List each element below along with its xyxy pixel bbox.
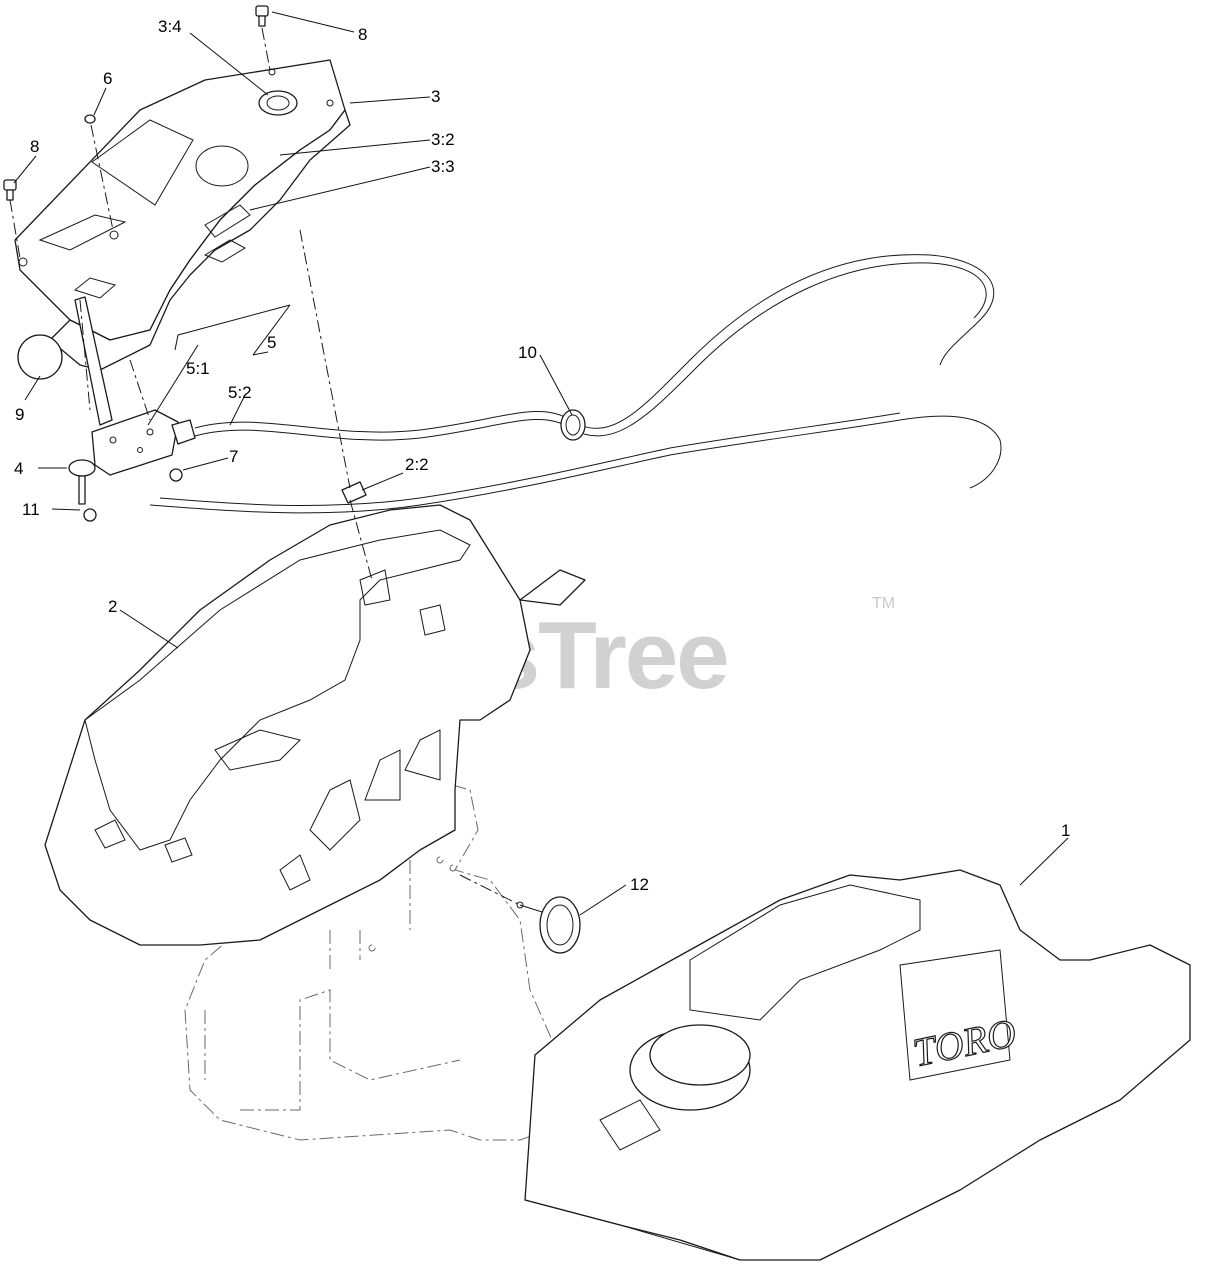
callout-4: 4	[14, 459, 23, 478]
callout-8-left: 8	[30, 137, 39, 156]
part-9-knob	[17, 334, 63, 380]
callout-2-2: 2:2	[405, 455, 429, 474]
callout-11: 11	[22, 500, 40, 519]
callout-3: 3	[431, 87, 440, 106]
callout-9: 9	[15, 405, 24, 424]
callout-10: 10	[518, 343, 537, 362]
part-6-pin	[84, 114, 96, 124]
part-12-clamp	[516, 896, 581, 954]
callout-labels: 3:4 8 6 3 3:2 8 3:3 5 10 5:1 5:2 9 7 2:2…	[14, 17, 1070, 894]
callout-8-top: 8	[358, 25, 367, 44]
callout-3-4: 3:4	[158, 17, 182, 36]
callout-1: 1	[1061, 821, 1070, 840]
callout-5-2: 5:2	[228, 383, 252, 402]
part-8-screw-top	[255, 5, 269, 27]
callout-3-2: 3:2	[431, 130, 455, 149]
callout-5: 5	[267, 333, 276, 352]
callout-6: 6	[103, 69, 112, 88]
alignment-lines	[9, 27, 521, 906]
callout-7: 7	[229, 447, 238, 466]
watermark-trademark: TM	[872, 595, 895, 612]
part-2-2-clip	[341, 481, 367, 504]
callout-5-1: 5:1	[186, 359, 210, 378]
part-2-lower-shroud	[44, 504, 586, 946]
ghost-frame-outline	[184, 769, 553, 1141]
part-8-screw-left	[3, 179, 17, 201]
part-1-fuel-tank-cover: TORO	[524, 869, 1191, 1261]
part-10-clamp	[560, 409, 586, 441]
part-3-control-panel	[14, 59, 351, 371]
leader-lines	[13, 11, 1069, 916]
callout-2: 2	[108, 597, 117, 616]
callout-3-3: 3:3	[431, 157, 455, 176]
callout-12: 12	[630, 875, 649, 894]
part-5-throttle-assembly	[68, 254, 1002, 522]
